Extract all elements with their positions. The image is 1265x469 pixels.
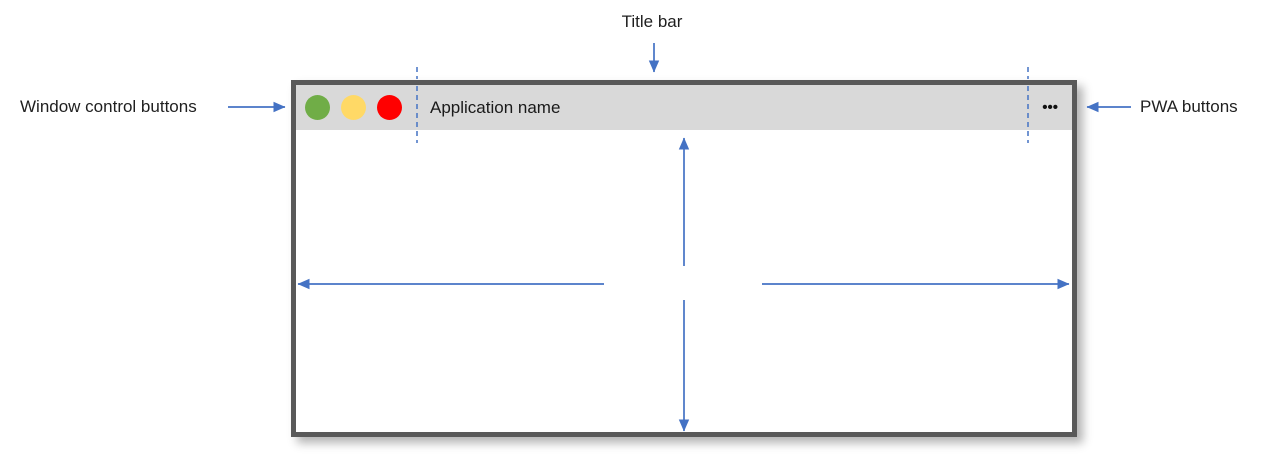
application-name-label: Application name — [430, 97, 561, 117]
window-control-yellow-button[interactable] — [341, 95, 366, 120]
title-bar-label: Title bar — [621, 12, 683, 31]
app-window: Application name ••• — [291, 80, 1077, 437]
window-controls-label: Window control buttons — [20, 97, 197, 116]
pwa-buttons-label: PWA buttons — [1140, 97, 1238, 116]
window-control-green-button[interactable] — [305, 95, 330, 120]
title-bar[interactable]: Application name ••• — [296, 85, 1072, 130]
web-app-content-area — [296, 130, 1072, 432]
pwa-menu-ellipsis-icon[interactable]: ••• — [1042, 99, 1058, 116]
window-control-red-button[interactable] — [377, 95, 402, 120]
